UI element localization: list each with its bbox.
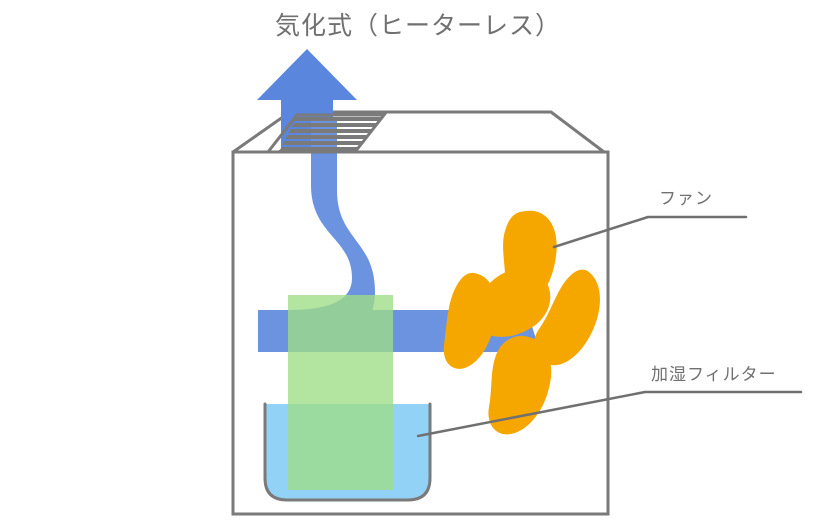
fan-label: ファン	[659, 189, 713, 208]
fan-blades	[443, 210, 600, 435]
humidifying-filter-panel	[288, 295, 393, 490]
fan-leader-line	[552, 215, 748, 249]
grille-slats	[277, 117, 384, 152]
callout-humidifying-filter: 加湿フィルター	[416, 365, 803, 438]
fan-blade-5	[443, 272, 497, 369]
diagram-title: 気化式（ヒーターレス）	[275, 12, 561, 40]
filter-leader-line	[416, 390, 803, 438]
fan-hub	[498, 284, 534, 320]
filter-label: 加湿フィルター	[651, 365, 777, 384]
top-grille	[264, 113, 388, 154]
fan-blade-3	[533, 269, 600, 366]
callout-fan: ファン	[552, 189, 748, 249]
fan-blade-4	[488, 335, 552, 435]
